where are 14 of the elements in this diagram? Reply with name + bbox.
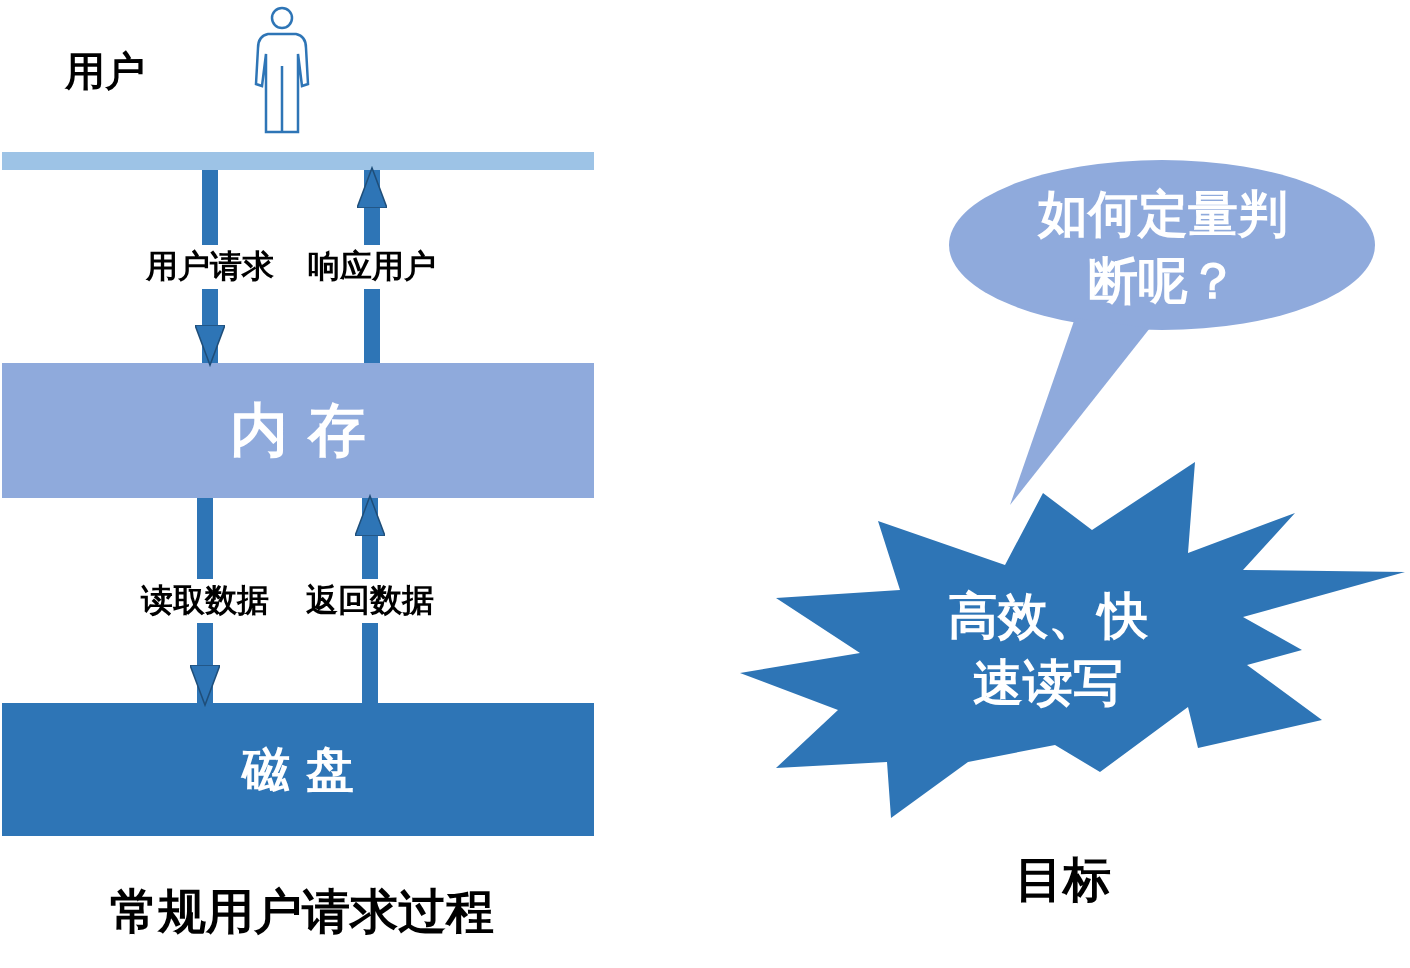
edge-label: 响应用户 xyxy=(306,244,438,289)
top-bar xyxy=(2,152,594,170)
user-label: 用户 xyxy=(65,47,145,96)
node-label: 目标 xyxy=(1015,850,1111,909)
node-label: 如何定量判断呢？ xyxy=(1036,183,1289,312)
edge-label: 读取数据 xyxy=(139,578,271,623)
node-label: 内 存 xyxy=(229,395,367,467)
disk-layer xyxy=(2,703,594,836)
node-label: 磁 盘 xyxy=(241,740,355,800)
caption: 常规用户请求过程 xyxy=(110,882,494,941)
edge-label: 用户请求 xyxy=(144,244,276,289)
memory-layer xyxy=(2,363,594,498)
node-label: 高效、快速读写 xyxy=(947,585,1149,714)
edge-label: 返回数据 xyxy=(304,578,436,623)
